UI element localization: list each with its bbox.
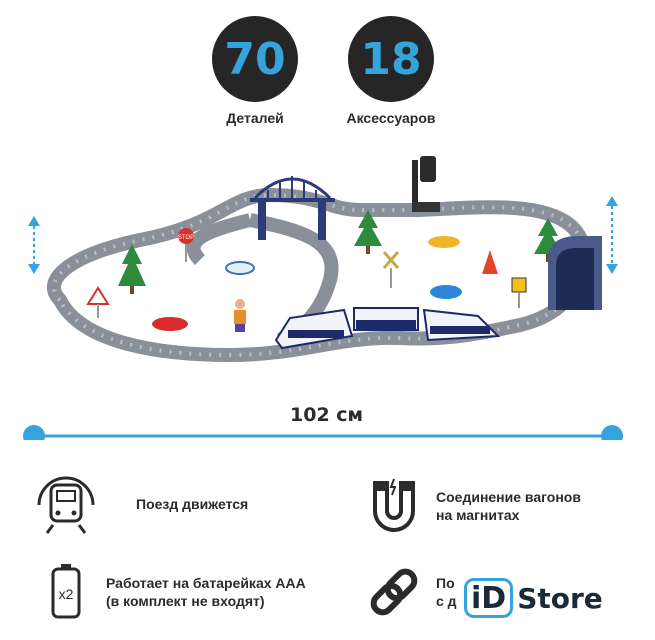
- feature-magnet-line1: Соединение вагонов: [436, 489, 581, 505]
- bridge: [250, 176, 335, 240]
- tunnel: [548, 236, 602, 310]
- idstore-logo: iD Store: [460, 576, 607, 620]
- traffic-cone: [482, 250, 498, 274]
- stop-sign: STOP: [178, 228, 194, 262]
- logo-box: iD: [464, 578, 514, 618]
- signal-light: [412, 156, 440, 212]
- feature-magnet: Соединение вагонов на магнитах: [358, 470, 581, 542]
- feature-train-text: Поезд движется: [136, 496, 249, 512]
- dimension-label: 102 см: [290, 404, 364, 426]
- feature-link: По с д: [358, 556, 476, 628]
- chain-link-icon: [358, 556, 430, 628]
- crossing-sign: [382, 251, 400, 288]
- feature-link-line1: По: [436, 575, 455, 591]
- stat-accessories: 18 Аксессуаров: [347, 16, 436, 126]
- toy-cars: [152, 236, 462, 331]
- svg-text:x2: x2: [59, 586, 74, 602]
- stat-details: 70 Деталей: [212, 16, 298, 126]
- yellow-sign: [511, 277, 527, 308]
- feature-train-moves: Поезд движется: [30, 468, 248, 540]
- railway-set-illustration: STOP: [23, 156, 623, 440]
- feature-magnet-line2: на магнитах: [436, 507, 520, 523]
- feature-battery-line1: Работает на батарейках ААА: [106, 575, 306, 591]
- feature-battery-line2: (в комплект не входят): [106, 593, 265, 609]
- train-front-icon: [30, 468, 102, 540]
- logo-word: Store: [517, 581, 603, 615]
- details-count: 70: [212, 16, 298, 102]
- feature-battery: x2 Работает на батарейках ААА (в комплек…: [30, 556, 306, 628]
- train: [274, 307, 501, 350]
- accessories-count: 18: [348, 16, 434, 102]
- dimension-arrows: [23, 196, 623, 440]
- accessories-label: Аксессуаров: [346, 110, 436, 126]
- stop-sign-text: STOP: [178, 235, 194, 241]
- warning-sign: [86, 286, 110, 318]
- toy-figure: [234, 299, 246, 332]
- battery-x2-icon: x2: [30, 556, 102, 628]
- feature-link-line2: с д: [436, 593, 457, 609]
- details-label: Деталей: [226, 110, 284, 126]
- magnet-icon: [358, 470, 430, 542]
